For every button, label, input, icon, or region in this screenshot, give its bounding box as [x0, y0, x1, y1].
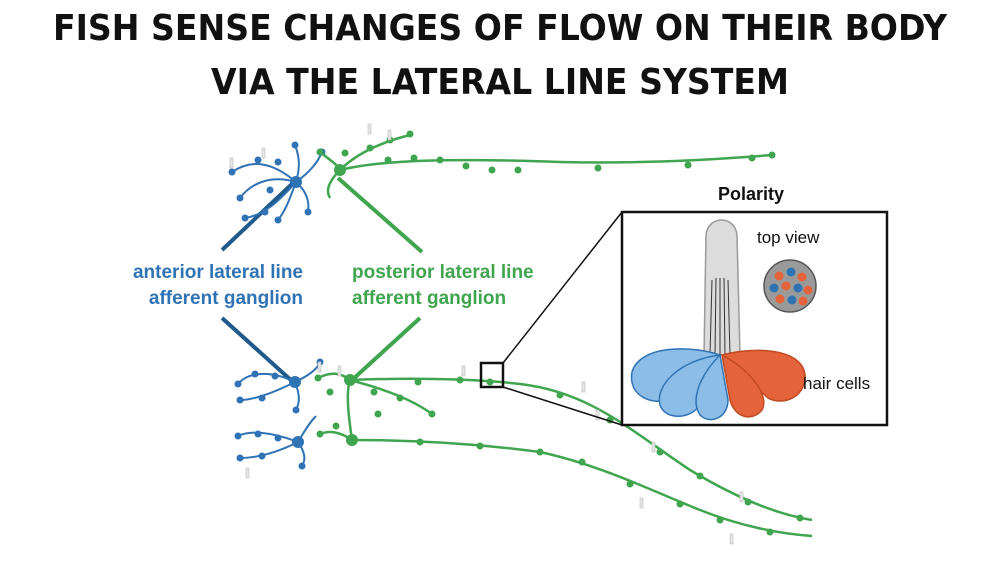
title-line-1: FISH SENSE CHANGES OF FLOW ON THEIR BODY	[52, 8, 948, 49]
top-fish-anterior-neuromasts	[228, 141, 326, 224]
posterior-label-line-2: afferent ganglion	[352, 288, 507, 309]
anterior-connector-bottom	[220, 316, 295, 384]
posterior-connector-top	[336, 176, 424, 254]
cupula	[703, 219, 741, 356]
zoom-box	[479, 361, 505, 389]
zoom-leader-bottom	[502, 386, 623, 426]
anterior-label: anterior lateral line afferent ganglion	[113, 260, 303, 312]
hair-cells-orange	[720, 349, 806, 418]
kinocilia	[709, 277, 731, 356]
bottom-fish-posterior-neuromasts	[314, 374, 804, 536]
hair-cells-label: hair cells	[803, 374, 871, 393]
top-fish-posterior-line	[319, 133, 773, 199]
title-line-2: VIA THE LATERAL LINE SYSTEM	[211, 62, 789, 103]
zoom-leader-top	[502, 211, 623, 364]
posterior-label-line-1: posterior lateral line	[352, 262, 534, 283]
anterior-label-line-2: afferent ganglion	[148, 288, 303, 309]
bottom-fish-anterior-neuromasts	[234, 358, 324, 470]
label-connectors	[220, 176, 424, 384]
anterior-connector-top	[220, 181, 295, 252]
top-view-disc	[763, 259, 817, 313]
posterior-label: posterior lateral line afferent ganglion	[352, 260, 572, 312]
hair-cells-blue	[630, 348, 729, 421]
top-view-label: top view	[757, 228, 820, 247]
bottom-fish-anterior-nerves	[237, 361, 321, 467]
polarity-heading: Polarity	[718, 184, 785, 204]
polarity-inset	[620, 210, 889, 427]
zoom-indicator	[479, 211, 623, 426]
posterior-connector-bottom	[350, 316, 422, 382]
top-fish-posterior-neuromasts	[316, 130, 776, 176]
anterior-label-line-1: anterior lateral line	[132, 262, 303, 283]
cilia-tufts	[229, 123, 744, 545]
